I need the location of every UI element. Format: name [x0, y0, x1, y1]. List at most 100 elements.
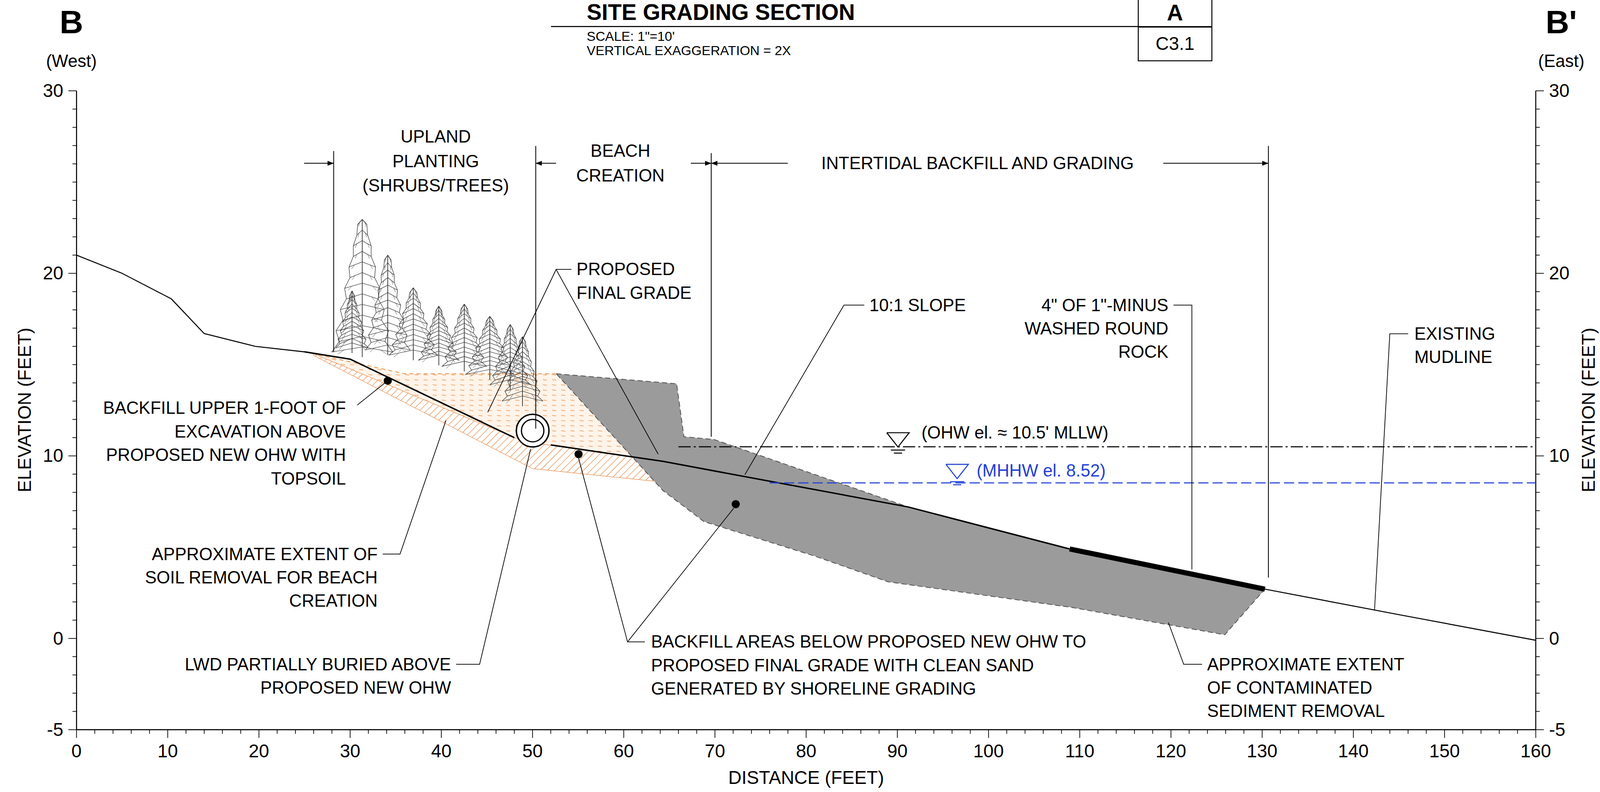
axis-tick	[72, 583, 77, 585]
axis-tick	[1535, 674, 1541, 676]
tree-needles	[472, 350, 476, 355]
axis-tick	[72, 163, 77, 165]
axis-tick	[1097, 729, 1099, 734]
tree-needles	[401, 322, 405, 327]
axis-tick	[349, 729, 351, 738]
callout-label: BACKFILL AREAS BELOW PROPOSED NEW OHW TO…	[650, 629, 1113, 701]
tree-outline	[522, 336, 543, 401]
axis-tick	[72, 692, 77, 694]
tree-needles	[505, 336, 507, 342]
callout-label: PROPOSED FINAL GRADE	[576, 257, 725, 305]
ohw-symbol	[890, 449, 905, 451]
axis-tick	[1426, 729, 1428, 734]
axis-tick	[1371, 729, 1372, 734]
tree-branch	[432, 314, 439, 320]
tree-needles	[515, 359, 518, 364]
tree-needles	[470, 326, 473, 331]
tree-branch	[471, 364, 490, 371]
axis-tick	[313, 729, 315, 734]
callout-label: EXISTING MUDLINE	[1414, 322, 1519, 370]
tree-outline	[365, 255, 388, 351]
tree-needles	[448, 354, 453, 360]
zone-label: INTERTIDAL BACKFILL AND GRADING	[813, 151, 1143, 176]
tree-needles	[457, 331, 459, 336]
tree-needles	[453, 350, 457, 355]
axis-tick	[404, 729, 406, 734]
axis-tick	[72, 291, 77, 293]
tree-needles	[499, 369, 503, 374]
tree-needles	[468, 321, 470, 326]
tree-branch	[406, 298, 414, 304]
tree-needles	[525, 354, 527, 359]
axis-tick	[1535, 309, 1541, 311]
axis-tick	[1535, 473, 1541, 475]
axis-tick	[1115, 729, 1117, 734]
tree-branch	[381, 277, 389, 283]
leader-line	[1374, 333, 1409, 610]
axis-tick	[276, 729, 278, 734]
axis-tick	[167, 729, 169, 738]
tree-needles	[393, 287, 396, 293]
tree-outline	[362, 219, 393, 353]
axis-tick	[258, 729, 260, 738]
axis-tick	[368, 729, 370, 734]
axis-tick	[824, 729, 826, 734]
axis-tick	[1535, 692, 1541, 694]
tree-branch	[345, 312, 353, 318]
tree-branch	[413, 323, 427, 330]
tree-needles	[494, 382, 499, 388]
tree-needles	[409, 295, 411, 301]
tree-needles	[531, 393, 535, 399]
tree-branch	[400, 323, 414, 330]
callout-label: BACKFILL UPPER 1-FOOT OF EXCAVATION ABOV…	[95, 396, 346, 491]
tree-branch	[352, 299, 357, 305]
axis-tick	[1535, 90, 1544, 92]
tree-branch	[362, 272, 375, 278]
tree-branch	[489, 333, 501, 340]
axis-tick	[94, 729, 96, 734]
axis-tick-label: 10	[42, 444, 64, 467]
tree-needles	[498, 364, 502, 369]
axis-tick	[72, 674, 77, 676]
tree-needles	[514, 336, 516, 342]
axis-tick	[896, 729, 898, 738]
tree-branch	[423, 351, 439, 357]
section-marker: B'	[1545, 1, 1577, 43]
tree-needles	[469, 331, 472, 336]
water-level-label: (OHW el. ≈ 10.5' MLLW)	[921, 420, 1109, 445]
axis-tick	[1535, 711, 1541, 713]
axis-tick-label: 20	[42, 261, 64, 285]
callout-label: APPROXIMATE EXTENT OF SOIL REMOVAL FOR B…	[110, 542, 378, 613]
axis-tick	[1188, 729, 1190, 734]
tree-branch	[499, 356, 511, 362]
tree-needles	[377, 303, 381, 308]
axis-tick	[72, 327, 77, 329]
tree-branch	[502, 347, 511, 353]
axis-tick	[1535, 510, 1541, 512]
tree-needles	[527, 364, 529, 369]
tree-needles	[354, 302, 356, 307]
zone-label: UPLAND PLANTING (SHRUBS/TREES)	[359, 124, 513, 199]
tree-needles	[431, 325, 434, 330]
tree-needles	[356, 311, 358, 316]
scale-note: VERTICAL EXAGGERATION = 2X	[586, 43, 791, 58]
sheet-number: C3.1	[1155, 33, 1195, 55]
axis-tick-label: 20	[1549, 261, 1570, 285]
tree-needles	[367, 243, 370, 248]
axis-tick-label: 90	[886, 739, 908, 763]
section-marker: B	[59, 1, 84, 43]
tree-needles	[471, 340, 474, 345]
axis-tick	[1535, 200, 1541, 201]
axis-tick	[440, 729, 442, 738]
tree-needles	[380, 295, 383, 300]
axis-tick	[131, 729, 133, 734]
mhhw-symbol	[945, 464, 969, 479]
axis-tick	[1498, 729, 1500, 734]
tree-branch	[395, 344, 414, 351]
tree-branch	[427, 330, 439, 336]
axis-tick	[915, 729, 917, 734]
tree-branch	[373, 322, 388, 328]
tree-branch	[353, 251, 363, 257]
axis-tick	[1535, 528, 1541, 530]
axis-tick	[860, 729, 862, 734]
